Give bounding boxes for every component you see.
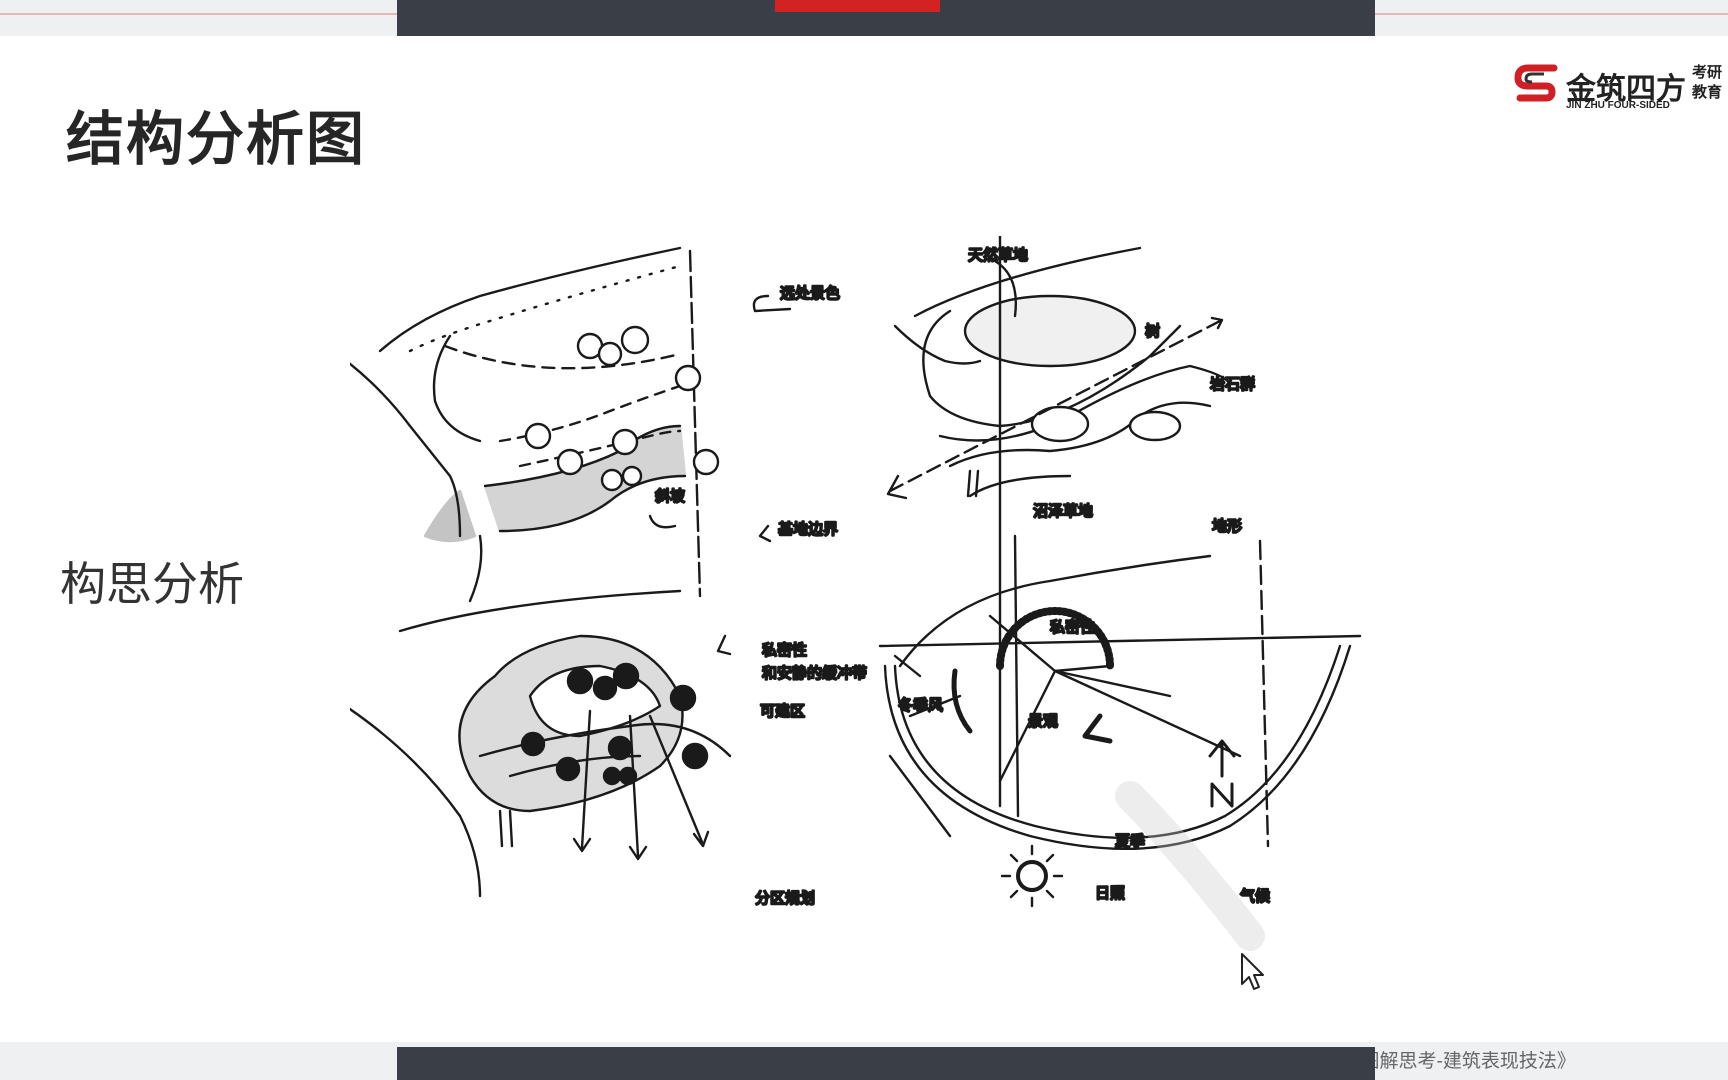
sketch-top-left: 远处景色 斜坡 基地边界 (350, 246, 841, 603)
concept-sketch-figure: 远处景色 斜坡 基地边界 天然草地 岩石群 沼泽草地 地形 (350, 236, 1362, 951)
note-view: 景观 (1028, 712, 1058, 730)
note-distant-view: 远处景色 (780, 284, 840, 302)
north-arrow-icon (1208, 739, 1236, 808)
note-buildable: 可建区 (760, 702, 805, 720)
note-tree: 树 (1145, 322, 1160, 340)
logo-side-bottom: 教育 (1692, 83, 1723, 101)
slide-title: 结构分析图 (66, 105, 367, 173)
s-logo-icon (1514, 64, 1558, 102)
sun-icon (1000, 844, 1064, 908)
note-privacy-2: 私密性 (1050, 618, 1095, 636)
note-quiet-buffer: 和安静的缓冲带 (762, 664, 867, 682)
note-terrain: 地形 (1212, 517, 1242, 535)
presentation-top-bar (397, 0, 1375, 36)
mouse-cursor-icon (1241, 953, 1264, 990)
sketch-bottom-left: 私密性 和安静的缓冲带 可建区 分区规划 (350, 589, 868, 908)
note-site-boundary: 基地边界 (778, 520, 838, 538)
brand-logo: 金筑四方 JIN ZHU FOUR-SIDED 考研 教育 (1514, 60, 1728, 116)
progress-accent (775, 0, 940, 12)
note-marsh-grass: 沼泽草地 (1033, 502, 1093, 520)
note-zoning: 分区规划 (755, 889, 815, 907)
presentation-bottom-bar (397, 1047, 1375, 1080)
sketch-bottom-right: 私密性 冬季风 景观 夏季 日照 气候 (878, 236, 1362, 951)
logo-side-text: 考研 教育 (1692, 62, 1722, 102)
logo-name: 金筑四方 (1566, 72, 1686, 107)
slide: 结构分析图 金筑四方 JIN ZHU FOUR-SIDED 考研 教育 构思分析 (0, 36, 1728, 1072)
note-rock-group: 岩石群 (1210, 375, 1255, 393)
note-summer: 夏季 (1115, 832, 1145, 850)
note-privacy: 私密性 (762, 641, 807, 659)
logo-side-top: 考研 (1692, 63, 1723, 81)
sketch-top-right: 天然草地 岩石群 沼泽草地 地形 树 (886, 245, 1256, 536)
note-winter-wind: 冬季风 (898, 696, 943, 714)
note-slope: 斜坡 (655, 487, 685, 505)
note-natural-grass: 天然草地 (968, 246, 1028, 264)
note-sunlight: 日照 (1095, 884, 1125, 902)
logo-subtext: JIN ZHU FOUR-SIDED (1566, 100, 1670, 111)
note-climate: 气候 (1240, 887, 1270, 905)
section-label: 构思分析 (60, 557, 244, 611)
